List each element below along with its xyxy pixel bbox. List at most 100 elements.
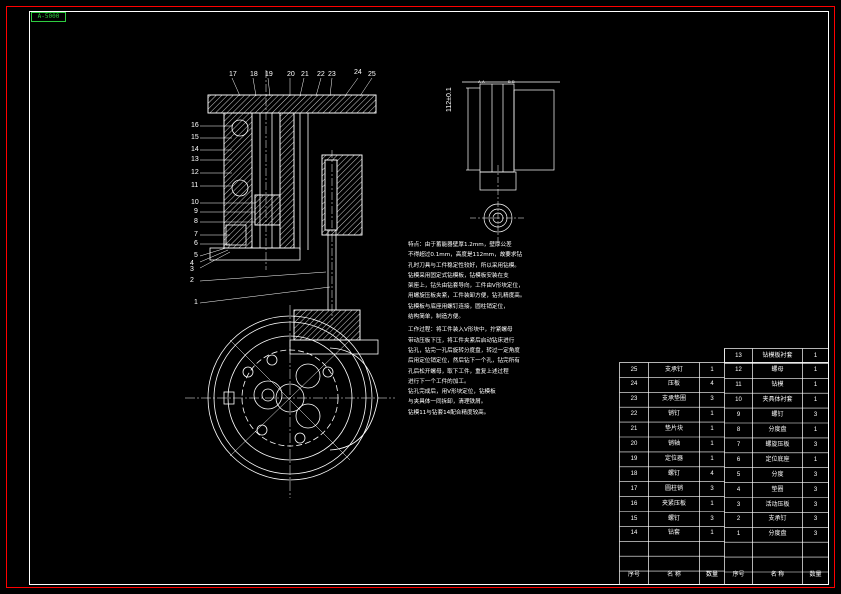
bom-cell-qty: 4 — [710, 470, 714, 477]
bom-cell-qty: 3 — [813, 471, 818, 478]
part-number: 8 — [194, 218, 198, 225]
bom-cell-no: 21 — [630, 426, 638, 433]
bom-cell-name: 销钉 — [667, 411, 680, 418]
side-view — [462, 81, 560, 245]
bom-cell-no: 1 — [736, 531, 741, 538]
bom-cell-no: 13 — [735, 352, 742, 359]
note-line: 钻模板与底座用螺钉连接，圆柱销定位， — [408, 303, 509, 310]
bom-header-name: 名 称 — [667, 572, 681, 578]
plan-view — [185, 305, 395, 498]
bom-cell-no: 7 — [736, 441, 741, 448]
note-line: 孔时刀具与工件稳定性较好，所以采用钻模。 — [408, 262, 520, 269]
note-line: 用螺旋压板夹紧，工件装卸方便，钻孔精度高。 — [408, 293, 526, 300]
part-number: 3 — [190, 266, 194, 273]
section-label: B-B — [508, 79, 515, 84]
bom-table-grid — [619, 348, 829, 585]
bom-cell-name: 螺旋压板 — [765, 441, 790, 448]
bom-cell-qty: 3 — [813, 501, 818, 508]
bom-cell-name: 钻套 — [667, 530, 680, 537]
bom-cell-qty: 1 — [813, 367, 818, 374]
bom-cell-no: 15 — [630, 515, 638, 522]
bom-cell-no: 11 — [735, 382, 742, 389]
bom-cell-qty: 1 — [710, 500, 714, 507]
part-number: 17 — [229, 71, 237, 78]
bom-cell-name: 螺钉 — [771, 412, 784, 419]
part-number: 1 — [194, 299, 198, 306]
bom-cell-qty: 1 — [710, 366, 714, 373]
bom-cell-no: 16 — [630, 500, 638, 507]
part-number: 12 — [191, 169, 199, 176]
bom-cell-qty: 1 — [710, 530, 714, 537]
bom-cell-qty: 1 — [813, 456, 818, 463]
note-line: 钻孔，钻完一孔后旋转分度盘，转过一定角度 — [408, 347, 520, 354]
bom-cell-qty: 1 — [813, 427, 818, 433]
part-number: 24 — [354, 69, 362, 76]
bom-cell-name: 支承钉 — [664, 366, 683, 373]
note-line: 钻模11与钻套14配合精度较高。 — [408, 409, 490, 416]
bom-cell-qty: 3 — [710, 485, 714, 492]
bom-cell-no: 19 — [630, 455, 638, 462]
part-number: 11 — [191, 182, 199, 189]
bom-cell-name: 垫片块 — [664, 426, 683, 433]
bom-header-no: 序号 — [627, 572, 640, 578]
bom-cell-name: 垫圈 — [771, 486, 784, 493]
note-line: 不得超过0.1mm，高度是112mm，故要求钻 — [408, 252, 523, 259]
note-line: 钻孔完成后，用V形块定位，钻模板 — [408, 389, 496, 396]
note-line: 进行下一个工件的加工。 — [408, 378, 470, 385]
bom-cell-no: 22 — [630, 411, 638, 418]
bom-cell-no: 8 — [736, 427, 741, 433]
bom-header-no: 序号 — [732, 572, 745, 578]
bom-cell-no: 2 — [736, 516, 741, 523]
part-number: 21 — [301, 71, 309, 78]
bom-cell-no: 17 — [630, 485, 638, 492]
drawing-number-tag: A-5000 — [31, 12, 66, 22]
bom-cell-qty: 3 — [813, 516, 818, 523]
note-line: 结构简单，制造方便。 — [408, 314, 464, 321]
bom-cell-qty: 4 — [710, 381, 714, 388]
part-number: 10 — [191, 199, 199, 206]
bom-cell-name: 钻模板衬套 — [762, 352, 793, 359]
inner-frame — [29, 11, 829, 585]
bom-cell-no: 25 — [630, 366, 638, 373]
note-line: 与夹具体一同拆卸，清理铁屑。 — [408, 399, 487, 406]
part-number: 18 — [250, 71, 258, 78]
part-number: 25 — [368, 71, 376, 78]
bom-cell-no: 12 — [735, 367, 742, 374]
bom-cell-no: 3 — [736, 501, 741, 508]
bom-cell-name: 分度盘 — [768, 531, 787, 538]
part-number: 22 — [317, 71, 325, 78]
note-line: 孔后松开螺母，取下工件，重复上述过程 — [408, 368, 509, 375]
bom-cell-name: 螺钉 — [667, 470, 680, 477]
bom-header-qty: 数量 — [705, 572, 718, 578]
bom-header-name: 名 称 — [770, 572, 785, 578]
bom-cell-no: 6 — [736, 456, 741, 463]
note-line: 工作过程：将工件装入V形块中，拧紧螺母 — [408, 327, 513, 334]
section-label: A-A — [478, 79, 485, 84]
part-number: 13 — [191, 156, 199, 163]
bom-cell-name: 活动压板 — [765, 501, 790, 508]
bom-cell-qty: 3 — [710, 396, 714, 403]
bom-cell-qty: 1 — [710, 426, 714, 433]
outer-frame — [6, 6, 835, 588]
bom-cell-qty: 3 — [813, 531, 818, 538]
bom-cell-no: 10 — [735, 397, 742, 404]
part-number: 4 — [190, 260, 194, 267]
bom-header-qty: 数量 — [809, 572, 822, 578]
part-number: 2 — [190, 277, 194, 284]
part-number: 15 — [191, 134, 199, 141]
note-line: 特点：由于蓄能器壁厚1.2mm，壁厚公差 — [408, 242, 512, 248]
bom-cell-name: 夹紧压板 — [661, 500, 686, 507]
bom-cell-qty: 1 — [710, 455, 714, 462]
bom-cell-qty: 3 — [813, 486, 818, 493]
note-line: 带动压板下压，将工件夹紧后启动钻床进行 — [408, 337, 515, 344]
bom-cell-no: 4 — [736, 486, 741, 493]
bom-cell-qty: 3 — [710, 515, 714, 522]
bom-cell-qty: 3 — [813, 441, 818, 448]
technical-notes: 特点：由于蓄能器壁厚1.2mm，壁厚公差 不得超过0.1mm，高度是112mm，… — [408, 240, 533, 418]
bom-cell-name: 螺钉 — [667, 515, 680, 522]
part-number: 20 — [287, 71, 295, 78]
bom-cell-no: 14 — [630, 530, 638, 537]
bom-cell-qty: 1 — [813, 352, 818, 359]
bom-cell-name: 支承钉 — [768, 516, 787, 523]
